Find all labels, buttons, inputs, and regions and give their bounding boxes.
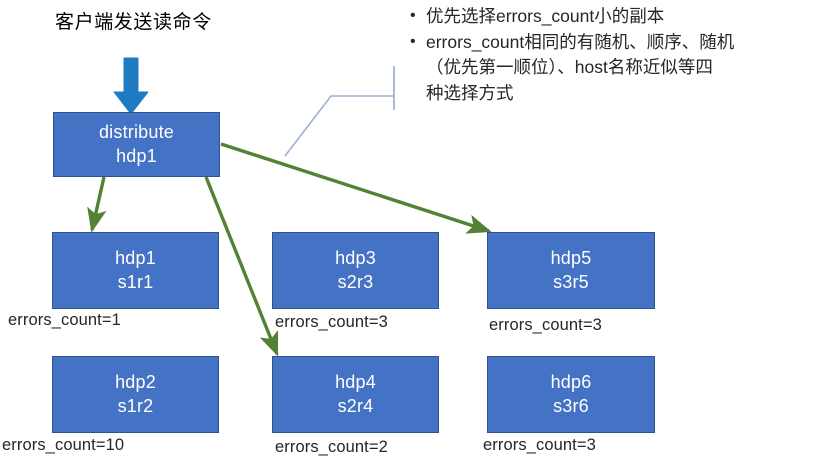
errors-count-hdp5: errors_count=3 [489, 316, 602, 334]
node-hdp1[interactable]: hdp1 s1r1 [52, 232, 219, 309]
note-item-2-line-2: （优先第一顺位）、host名称近似等四 [426, 57, 713, 78]
node-distribute[interactable]: distribute hdp1 [53, 112, 220, 177]
selection-policy-notes: • 优先选择errors_count小的副本 • errors_count相同的… [404, 4, 832, 107]
node-hdp4[interactable]: hdp4 s2r4 [272, 356, 439, 433]
node-hdp3-line1: hdp3 [335, 248, 376, 269]
bullet-icon: • [410, 32, 416, 50]
node-hdp2[interactable]: hdp2 s1r2 [52, 356, 219, 433]
node-hdp6[interactable]: hdp6 s3r6 [487, 356, 655, 433]
node-hdp4-line2: s2r4 [337, 395, 374, 416]
node-hdp5-line2: s3r5 [553, 271, 589, 292]
errors-count-hdp1: errors_count=1 [8, 311, 121, 329]
node-hdp5[interactable]: hdp5 s3r5 [487, 232, 655, 309]
node-hdp3-line2: s2r3 [337, 271, 374, 292]
errors-count-hdp3: errors_count=3 [275, 313, 388, 331]
node-hdp6-line1: hdp6 [550, 372, 592, 393]
node-hdp3[interactable]: hdp3 s2r3 [272, 232, 439, 309]
flow-arrow-to-hdp1 [87, 176, 107, 233]
client-request-caption: 客户端发送读命令 [55, 12, 212, 33]
node-hdp1-line2: s1r1 [117, 271, 154, 292]
node-distribute-line1: distribute [98, 122, 175, 143]
note-item-2-line-3: 种选择方式 [426, 83, 514, 104]
errors-count-hdp6: errors_count=3 [483, 436, 596, 454]
errors-count-hdp2: errors_count=10 [2, 436, 125, 454]
client-request-arrow-icon [113, 57, 149, 115]
bullet-icon: • [410, 7, 416, 24]
node-hdp5-line1: hdp5 [550, 248, 592, 269]
flow-arrow-to-hdp5 [220, 142, 492, 234]
node-hdp6-line2: s3r6 [553, 395, 589, 416]
node-distribute-line2: hdp1 [116, 145, 157, 166]
callout-leader-line [284, 66, 395, 157]
node-hdp1-line1: hdp1 [115, 248, 156, 269]
node-hdp2-line1: hdp2 [115, 372, 156, 393]
note-item-2-line-1: errors_count相同的有随机、顺序、随机 [426, 31, 735, 52]
note-item-1: • 优先选择errors_count小的副本 [404, 4, 832, 30]
node-hdp4-line1: hdp4 [335, 372, 376, 393]
errors-count-hdp4: errors_count=2 [275, 438, 388, 456]
node-hdp2-line2: s1r2 [117, 395, 154, 416]
note-item-2: • errors_count相同的有随机、顺序、随机 [404, 30, 832, 56]
note-item-1-line-1: 优先选择errors_count小的副本 [426, 6, 665, 26]
